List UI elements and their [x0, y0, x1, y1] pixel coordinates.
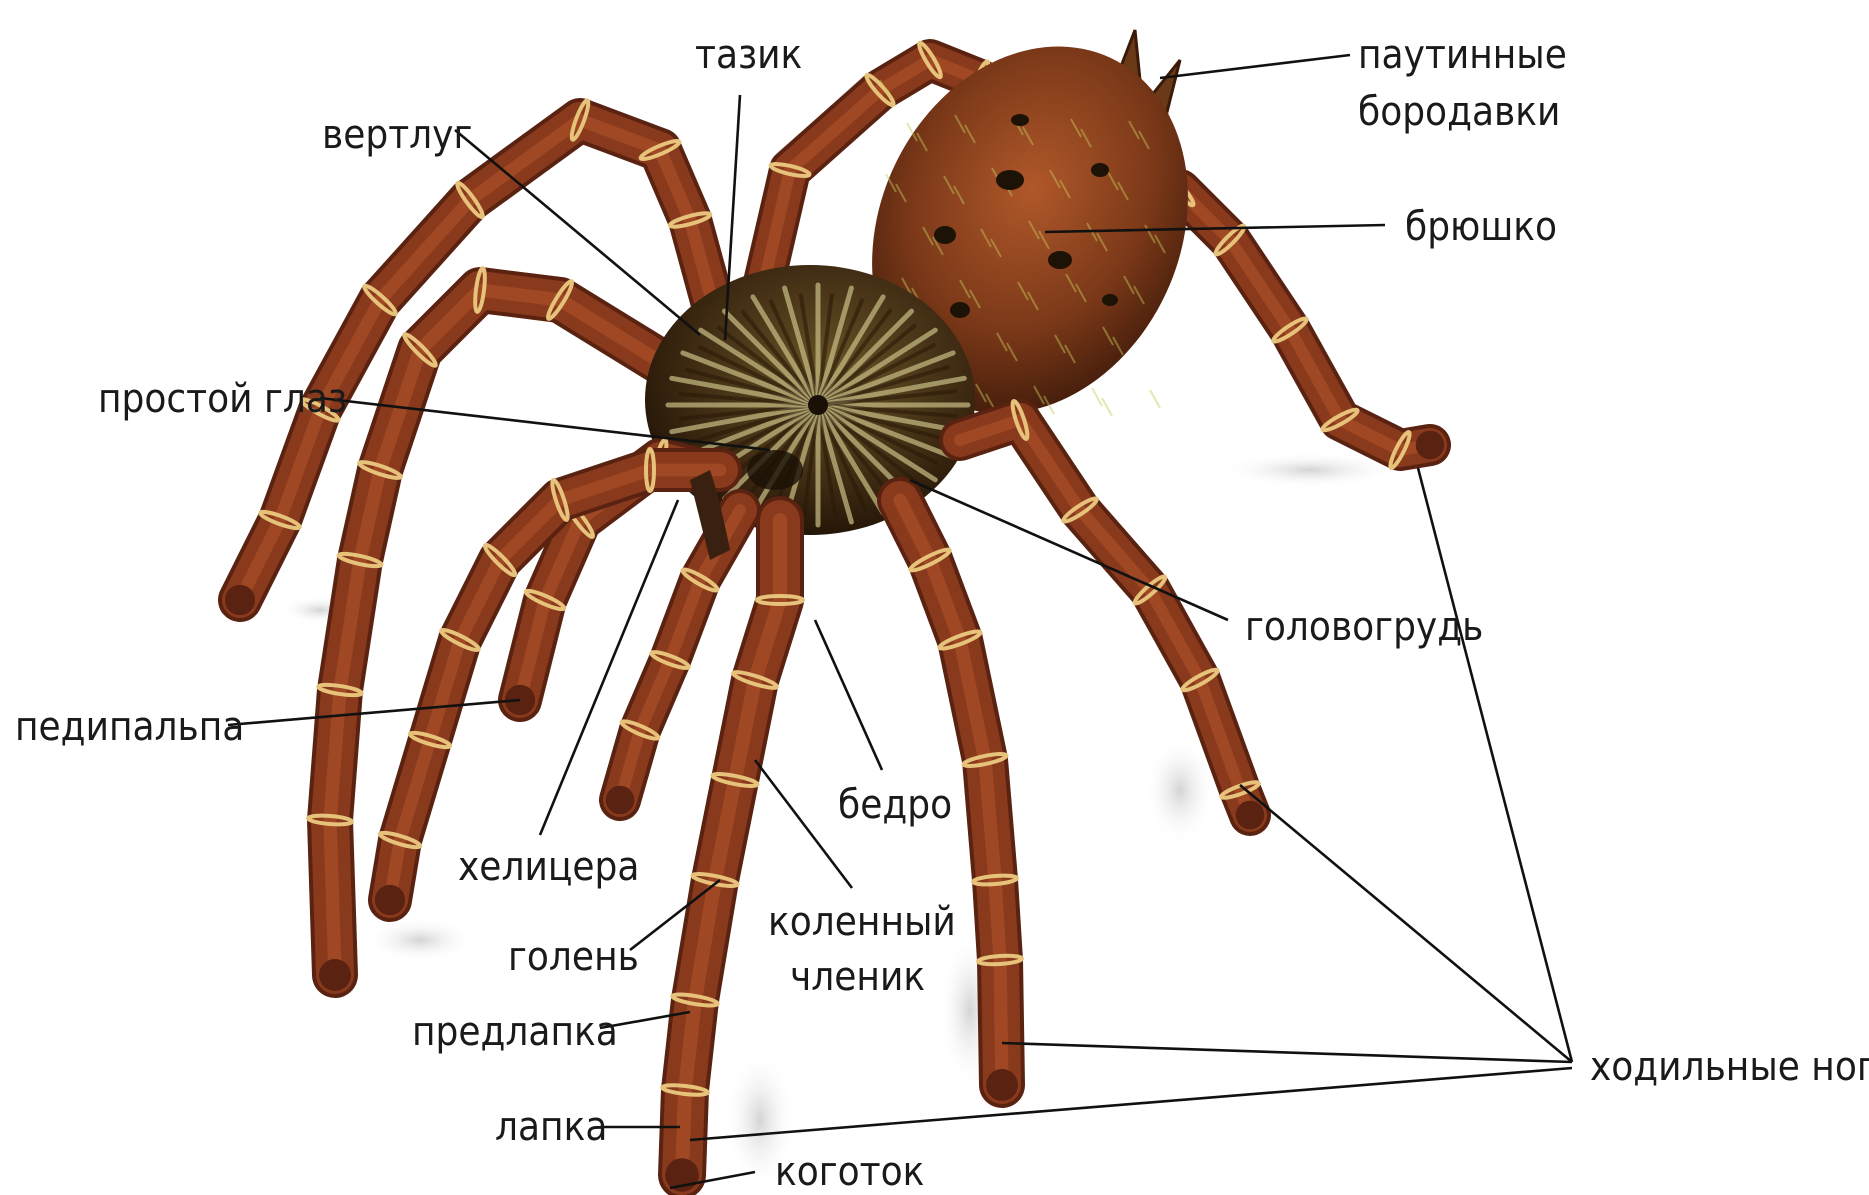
label-cephalothorax: головогрудь — [1245, 604, 1483, 650]
label-coxa: тазик — [695, 32, 802, 78]
label-spinnerets-line1: паутинные — [1358, 32, 1567, 78]
label-pedipalp: педипальпа — [15, 704, 244, 750]
label-walking-legs: ходильные ноги — [1590, 1044, 1869, 1090]
label-femur: бедро — [838, 782, 952, 828]
label-chelicera: хелицера — [458, 844, 639, 890]
leader-pedipalp — [228, 700, 520, 725]
label-patella-line2: членик — [790, 954, 925, 1000]
leader-spinnerets — [1160, 55, 1350, 78]
label-abdomen: брюшко — [1405, 204, 1557, 250]
label-patella-line1: коленный — [768, 899, 956, 945]
leader-femur — [815, 620, 882, 770]
label-spinnerets-line2: бородавки — [1358, 89, 1560, 135]
label-simple-eye: простой глаз — [98, 376, 347, 422]
label-claw: коготок — [775, 1149, 924, 1195]
label-tarsus: лапка — [495, 1104, 607, 1150]
label-trochanter: вертлуг — [322, 112, 472, 158]
label-tibia: голень — [508, 934, 639, 980]
label-metatarsus: предлапка — [412, 1009, 618, 1055]
